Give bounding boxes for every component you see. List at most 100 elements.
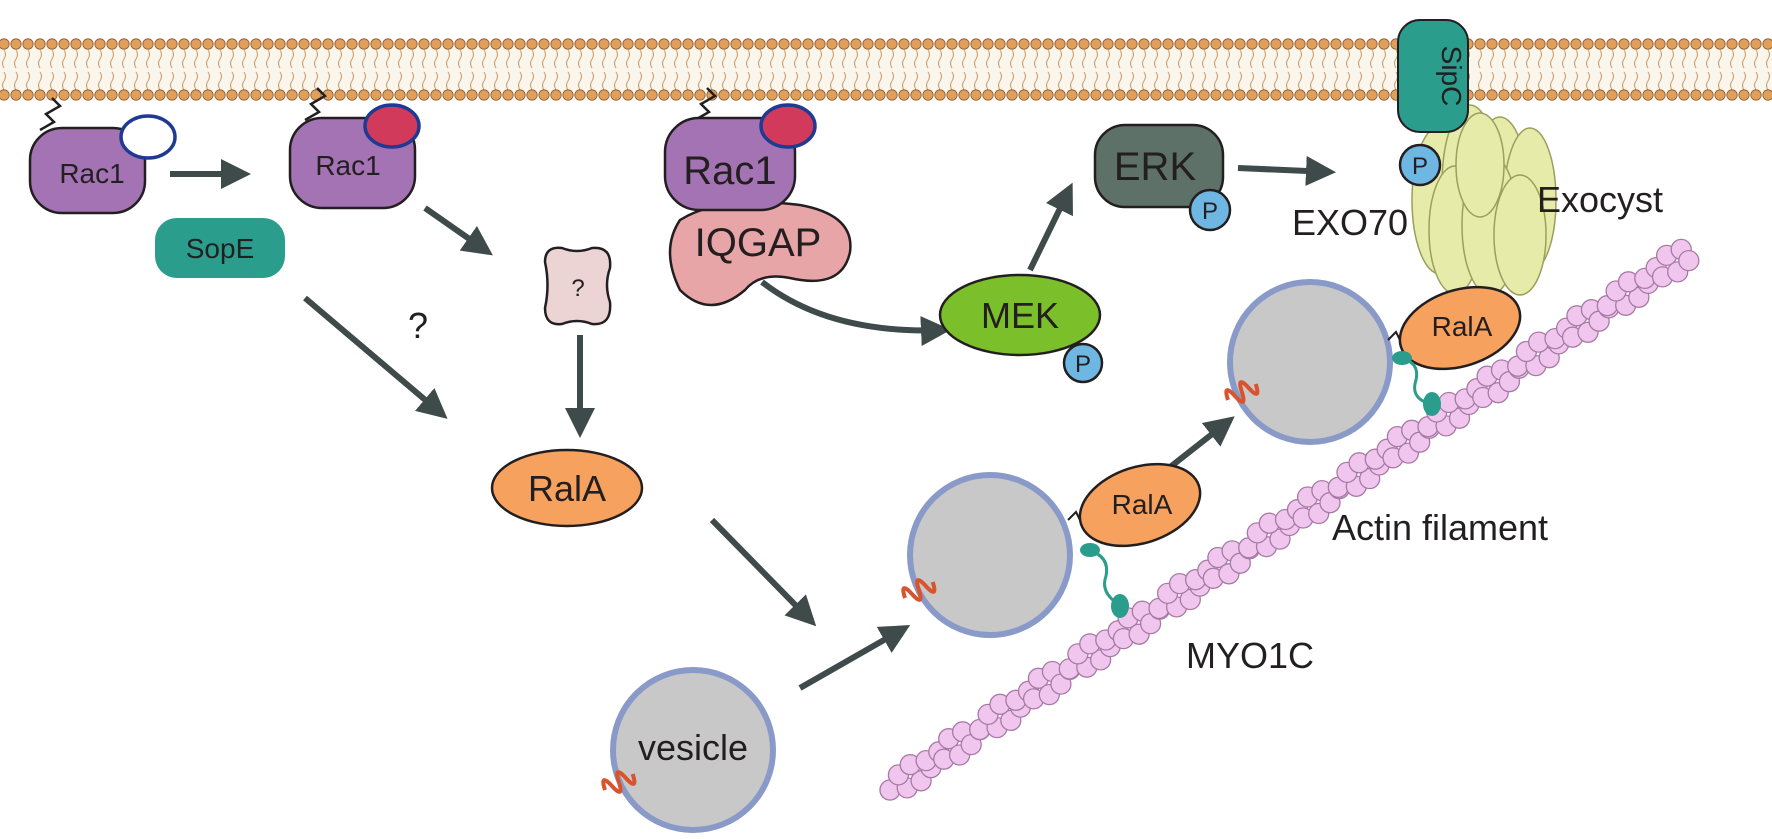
rac1-gtp-label: Rac1 bbox=[315, 150, 380, 181]
lipid-tail bbox=[962, 71, 966, 91]
lipid-tail bbox=[122, 49, 126, 69]
lipid-head bbox=[1534, 89, 1546, 101]
myosin-head bbox=[1080, 543, 1100, 557]
lipid-head bbox=[1162, 38, 1174, 50]
lipid-head bbox=[70, 38, 82, 50]
lipid-head bbox=[1030, 38, 1042, 50]
lipid-tail bbox=[974, 49, 978, 69]
lipid-tail bbox=[1082, 49, 1086, 69]
lipid-tail bbox=[326, 71, 330, 91]
lipid-tail bbox=[686, 71, 690, 91]
lipid-head bbox=[1102, 89, 1114, 101]
lipid-tail bbox=[62, 49, 66, 69]
lipid-tail bbox=[1130, 71, 1134, 91]
lipid-tail bbox=[1622, 71, 1626, 91]
rac1-gdp-shape bbox=[28, 126, 147, 215]
lipid-head bbox=[94, 89, 106, 101]
lipid-head bbox=[298, 89, 310, 101]
arrow-iqgap-to-mek bbox=[760, 279, 951, 347]
lipid-head bbox=[1282, 38, 1294, 50]
lipid-tail bbox=[1118, 71, 1122, 91]
lipid-head bbox=[1102, 38, 1114, 50]
gdp-icon bbox=[119, 114, 177, 160]
lipid-tail bbox=[830, 71, 834, 91]
lipid-tail bbox=[1730, 71, 1734, 91]
lipid-head bbox=[526, 38, 538, 50]
lipid-head bbox=[670, 89, 682, 101]
lipid-tail bbox=[1490, 49, 1494, 69]
lipid-tail bbox=[1610, 49, 1614, 69]
lipid-tail bbox=[950, 49, 954, 69]
lipid-tail bbox=[1550, 71, 1554, 91]
lipid-head bbox=[346, 89, 358, 101]
arrow-vesicle-to-rala-vesicle bbox=[798, 625, 911, 691]
lipid-tail bbox=[542, 49, 546, 69]
lipid-head bbox=[898, 89, 910, 101]
lipid-tail bbox=[1154, 71, 1158, 91]
lipid-head bbox=[1234, 38, 1246, 50]
lipid-tail bbox=[218, 49, 222, 69]
vesicle-docked-group: RalA bbox=[1224, 279, 1522, 445]
rac1-lipid-anchor bbox=[694, 87, 718, 122]
lipid-tail bbox=[698, 71, 702, 91]
lipid-tail bbox=[542, 71, 546, 91]
lipid-tail bbox=[314, 71, 318, 91]
lipid-head bbox=[706, 38, 718, 50]
lipid-tail bbox=[1106, 71, 1110, 91]
lipid-tail bbox=[26, 71, 30, 91]
lipid-head bbox=[1126, 89, 1138, 101]
lipid-tail bbox=[1106, 49, 1110, 69]
lipid-head bbox=[226, 38, 238, 50]
lipid-head bbox=[910, 38, 922, 50]
lipid-tail bbox=[206, 71, 210, 91]
lipid-tail bbox=[1490, 71, 1494, 91]
lipid-head bbox=[742, 89, 754, 101]
lipid-tail bbox=[134, 49, 138, 69]
lipid-head bbox=[562, 89, 574, 101]
lipid-tail bbox=[1706, 49, 1710, 69]
lipid-head bbox=[550, 89, 562, 101]
lipid-head bbox=[1522, 89, 1534, 101]
lipid-tail bbox=[926, 71, 930, 91]
erk-phospho-label: P bbox=[1202, 198, 1218, 225]
lipid-head bbox=[1654, 89, 1666, 101]
sope-label: SopE bbox=[186, 233, 255, 264]
rala-free-label: RalA bbox=[528, 468, 606, 509]
lipid-tail bbox=[230, 49, 234, 69]
lipid-head bbox=[802, 89, 814, 101]
lipid-tail bbox=[218, 71, 222, 91]
lipid-head bbox=[946, 89, 958, 101]
lipid-head bbox=[118, 89, 130, 101]
lipid-head bbox=[478, 89, 490, 101]
vesicle-free-group: vesicle bbox=[601, 667, 776, 833]
lipid-tail bbox=[638, 49, 642, 69]
lipid-tail bbox=[1250, 49, 1254, 69]
lipid-tail bbox=[614, 49, 618, 69]
lipid-head bbox=[1750, 89, 1762, 101]
lipid-tail bbox=[1658, 71, 1662, 91]
lipid-tail bbox=[1190, 49, 1194, 69]
lipid-head bbox=[646, 38, 658, 50]
lipid-head bbox=[130, 38, 142, 50]
lipid-head bbox=[1114, 38, 1126, 50]
lipid-head bbox=[574, 38, 586, 50]
lipid-head bbox=[1042, 89, 1054, 101]
lipid-head bbox=[442, 89, 454, 101]
lipid-head bbox=[1738, 38, 1750, 50]
lipid-head bbox=[658, 89, 670, 101]
lipid-tail bbox=[806, 71, 810, 91]
lipid-tail bbox=[926, 49, 930, 69]
lipid-tail bbox=[650, 49, 654, 69]
lipid-head bbox=[1042, 38, 1054, 50]
lipid-head bbox=[238, 38, 250, 50]
arrow-erk-to-exo70 bbox=[1237, 155, 1336, 186]
lipid-head bbox=[418, 89, 430, 101]
lipid-head bbox=[406, 89, 418, 101]
lipid-tail bbox=[662, 49, 666, 69]
lipid-head bbox=[934, 38, 946, 50]
lipid-tail bbox=[986, 49, 990, 69]
lipid-tail bbox=[1370, 71, 1374, 91]
lipid-tail bbox=[1058, 71, 1062, 91]
lipid-tail bbox=[1166, 71, 1170, 91]
lipid-head bbox=[310, 38, 322, 50]
